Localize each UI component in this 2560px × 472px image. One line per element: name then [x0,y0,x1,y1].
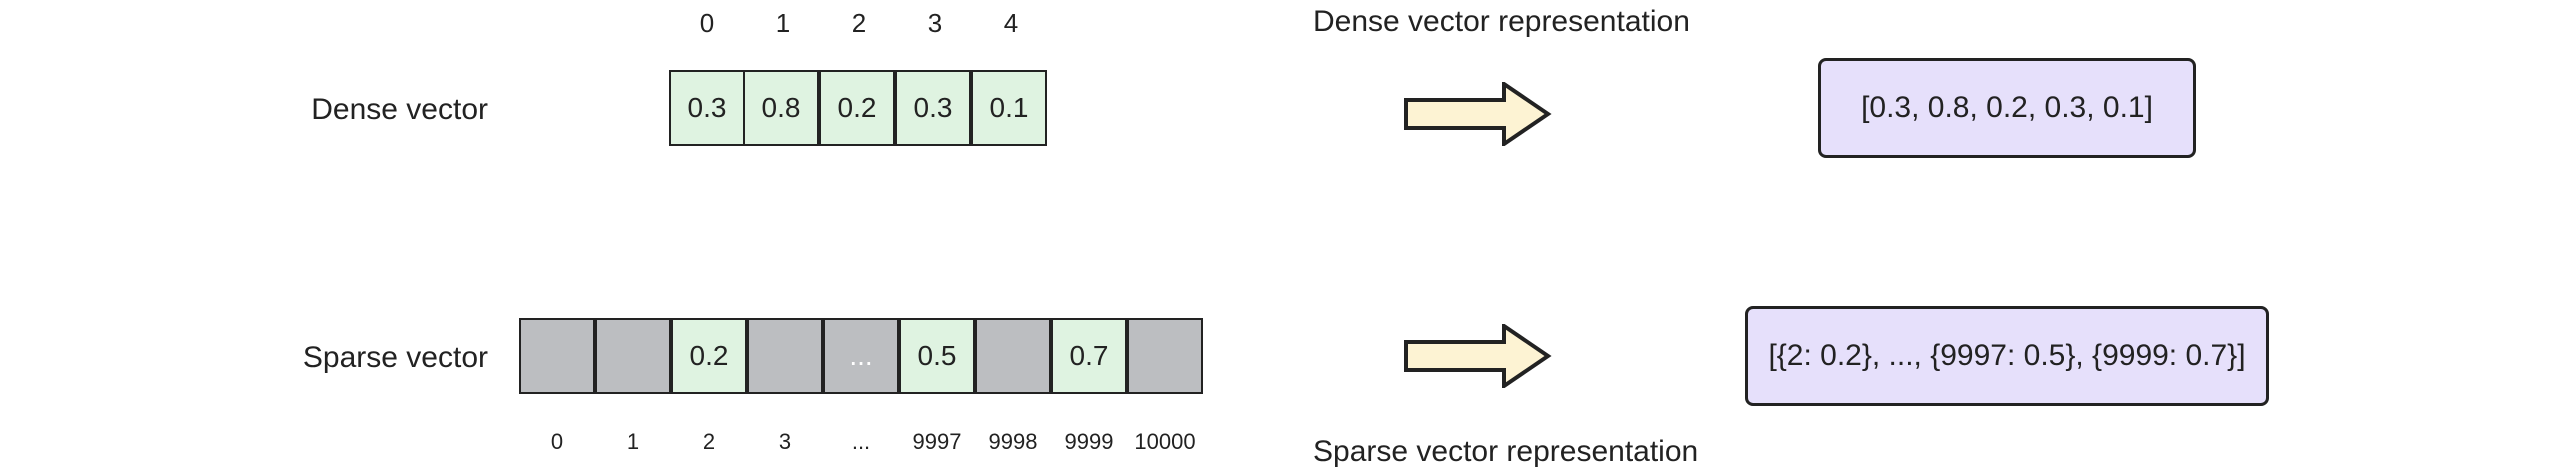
sparse-index: 9998 [988,429,1038,454]
dense-cell: 0.8 [743,70,819,146]
sparse-cell: 0.7 [1051,318,1127,394]
sparse-vector-label: Sparse vector [302,341,488,374]
dense-cell: 0.3 [669,70,745,146]
sparse-cell [747,318,823,394]
sparse-index: 3 [778,429,792,454]
dense-index: 0 [699,8,715,38]
sparse-cell: 0.5 [899,318,975,394]
sparse-index: 0 [550,429,564,454]
right-arrow-icon [1404,324,1554,388]
sparse-cell: 0.2 [671,318,747,394]
dense-cell: 0.3 [895,70,971,146]
dense-index: 1 [775,8,791,38]
sparse-index: ... [851,429,871,454]
sparse-representation-title: Sparse vector representation [1313,435,1699,468]
sparse-cell [975,318,1051,394]
sparse-cell [1127,318,1203,394]
dense-representation-box: [0.3, 0.8, 0.2, 0.3, 0.1] [1818,58,2196,158]
right-arrow-icon [1404,82,1554,146]
sparse-index: 9997 [912,429,962,454]
sparse-index: 2 [702,429,716,454]
sparse-index: 9999 [1064,429,1114,454]
sparse-index: 10000 [1134,429,1196,454]
dense-vector-label: Dense vector [311,93,488,126]
sparse-cell [519,318,595,394]
dense-representation-title: Dense vector representation [1313,5,1690,38]
dense-cell: 0.2 [819,70,895,146]
sparse-representation-box: [{2: 0.2}, ..., {9997: 0.5}, {9999: 0.7}… [1745,306,2269,406]
dense-index: 2 [851,8,867,38]
dense-index: 3 [927,8,943,38]
sparse-cell: ... [823,318,899,394]
dense-cell: 0.1 [971,70,1047,146]
sparse-index: 1 [626,429,640,454]
sparse-cell [595,318,671,394]
dense-index: 4 [1003,8,1019,38]
